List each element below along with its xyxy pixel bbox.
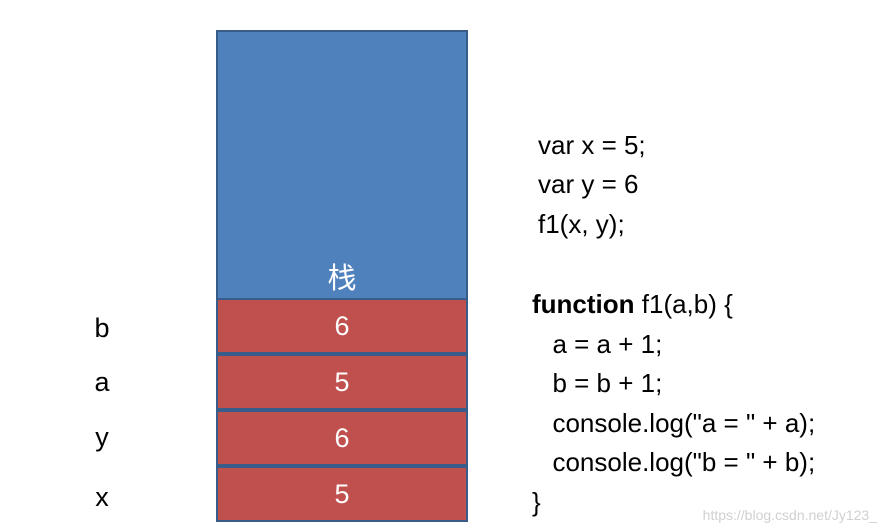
function-keyword: function <box>532 289 635 319</box>
code-line-2: var y = 6 <box>538 169 639 199</box>
stack-title: 栈 <box>327 261 357 295</box>
stack-cell-a: 5 <box>216 354 468 410</box>
watermark: https://blog.csdn.net/Jy123_ <box>702 507 877 523</box>
code-line-5: a = a + 1; <box>538 329 663 359</box>
stack-cell-x: 5 <box>216 466 468 522</box>
variable-label-x: x <box>95 482 109 512</box>
stack-cell-y: 6 <box>216 410 468 466</box>
code-line-7: console.log("a = " + a); <box>538 408 816 438</box>
variable-label-a: a <box>94 367 110 397</box>
code-line-1: var x = 5; <box>538 130 646 160</box>
code-line-9: } <box>532 487 541 517</box>
code-line-4: function f1(a,b) { <box>532 288 733 320</box>
code-line-6: b = b + 1; <box>538 368 663 398</box>
variable-label-y: y <box>95 422 109 452</box>
stack-cell-b: 6 <box>216 298 468 354</box>
code-line-3: f1(x, y); <box>538 209 625 239</box>
function-signature: f1(a,b) { <box>634 289 733 319</box>
code-line-8: console.log("b = " + b); <box>538 447 816 477</box>
stack-free-area: 栈 <box>216 30 468 302</box>
variable-label-b: b <box>94 313 110 343</box>
